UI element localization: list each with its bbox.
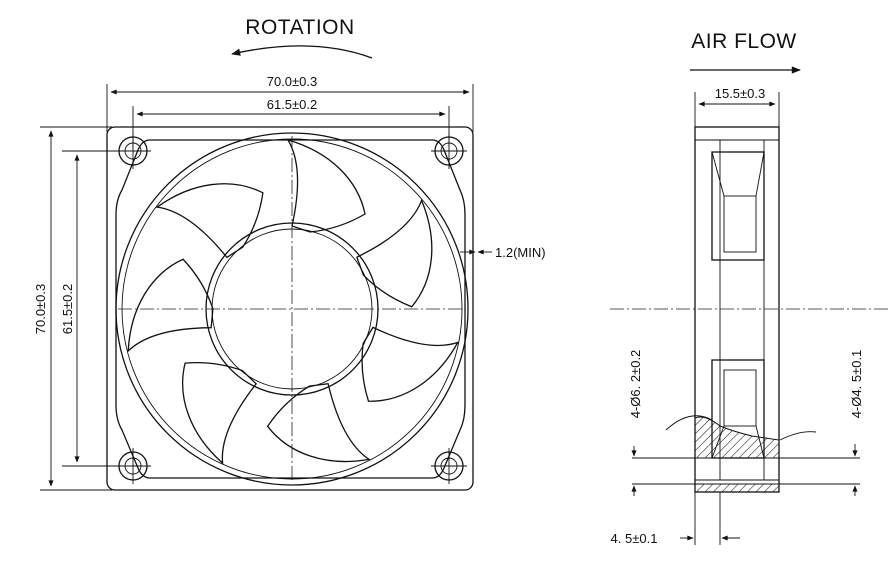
rotation-label: ROTATION [245, 16, 354, 39]
hole-diameter-large-label: 4-Ø6. 2±0.2 [628, 350, 643, 419]
mounting-hole-bottom-left [115, 448, 151, 484]
mounting-hole-section-hatch [694, 416, 780, 459]
front-view: ROTATION 70.0±0.3 61.5±0.2 70.0±0.3 61.5… [33, 16, 546, 491]
hole-spacing-height-label: 61.5±0.2 [60, 284, 75, 335]
fan-frame-inner [115, 139, 466, 479]
fan-frame-outer [106, 126, 474, 491]
outer-height-label: 70.0±0.3 [33, 284, 48, 335]
min-gap-label: 1.2(MIN) [495, 245, 546, 260]
mounting-hole-top-left [115, 133, 151, 169]
rotation-arrow [231, 45, 373, 59]
air-flow-label: AIR FLOW [691, 30, 797, 53]
mounting-hole-top-right [431, 133, 467, 169]
mounting-hole-bottom-right [431, 448, 467, 484]
hole-diameter-small-label: 4-Ø4. 5±0.1 [849, 350, 864, 419]
fan-venturi-outer [115, 132, 469, 486]
fan-blades [127, 138, 460, 465]
depth-label: 15.5±0.3 [715, 86, 766, 101]
hole-spacing-width-label: 61.5±0.2 [267, 97, 318, 112]
outer-width-label: 70.0±0.3 [267, 74, 318, 89]
flange-thickness-label: 4. 5±0.1 [611, 531, 658, 546]
side-view: AIR FLOW 15.5±0.3 4-Ø [610, 30, 888, 546]
